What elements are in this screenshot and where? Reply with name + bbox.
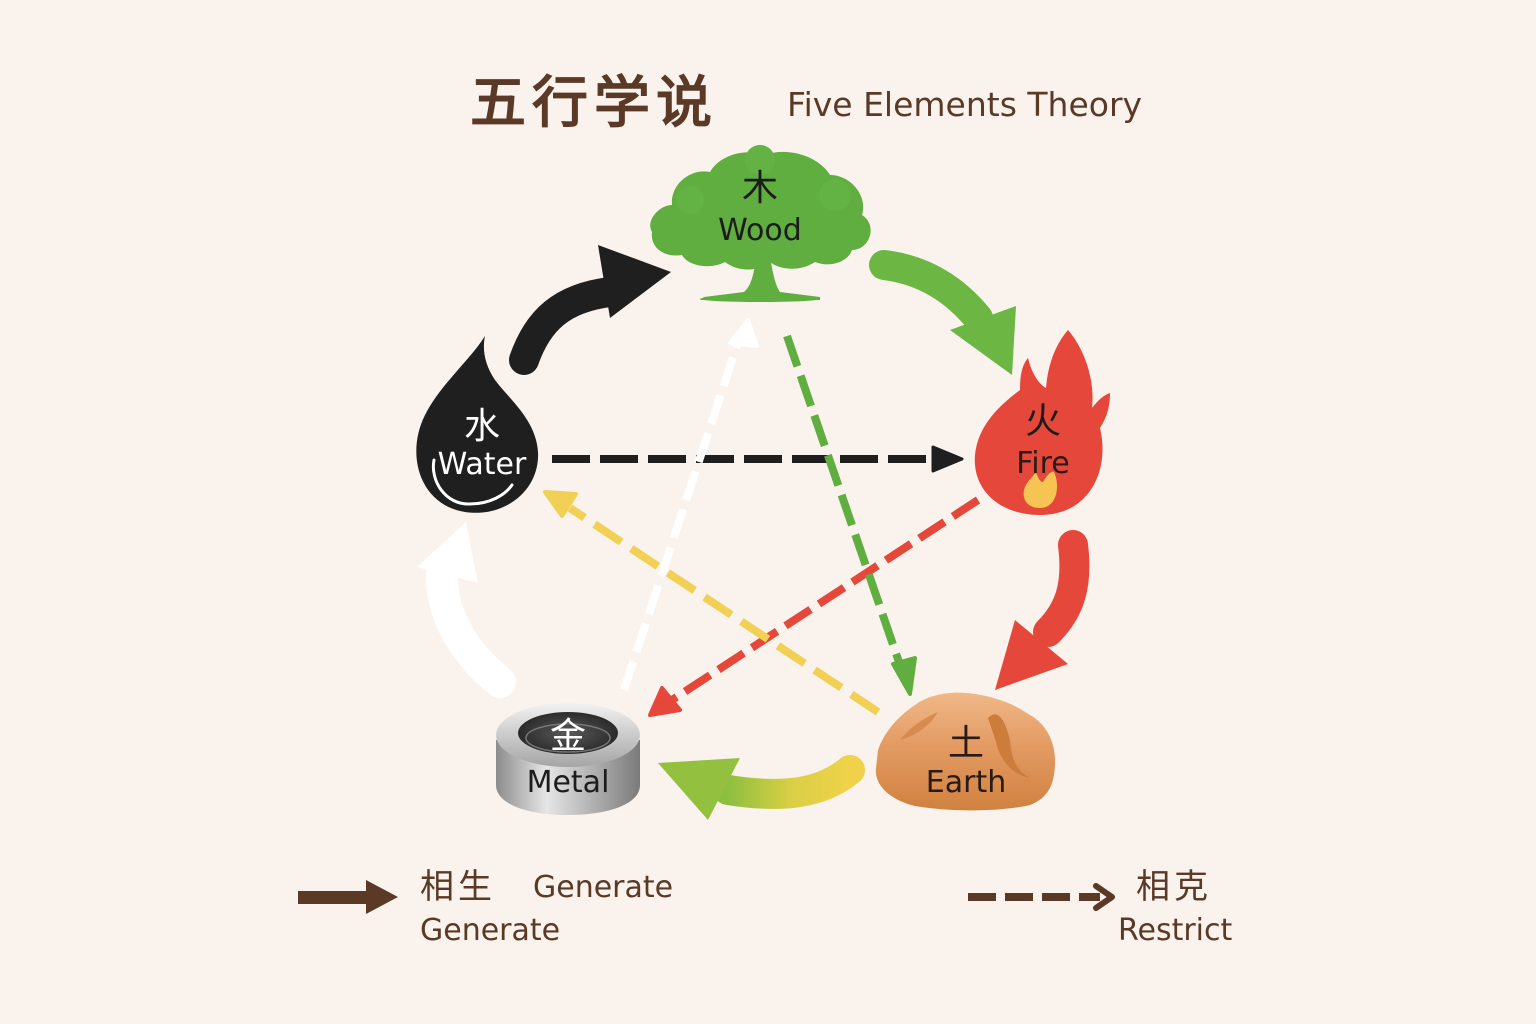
legend-generate-zh: 相生 [420,867,496,907]
flame-icon [974,330,1110,515]
restrict-arrow-metal-to-wood [620,318,759,692]
water-label-en: Water [438,447,527,482]
water-drop-icon [416,336,539,513]
wood-label-zh: 木 [742,168,778,209]
page-title: 五行学说 Five Elements Theory [470,70,1142,136]
legend-restrict-en: Restrict [1118,913,1233,948]
legend-generate: 相生 Generate Generate [298,867,673,948]
metal-label-zh: 金 [550,716,586,757]
small-flame-icon [1023,471,1058,508]
element-earth[interactable]: 土 Earth [875,692,1056,811]
legend-generate-en-inline: Generate [533,870,673,905]
generate-arrow-earth-to-metal [658,755,865,820]
legend-restrict: 相克 Restrict [968,867,1233,948]
solid-arrow-icon [298,880,398,914]
title-chinese: 五行学说 [470,70,718,136]
fire-label-zh: 火 [1025,401,1061,442]
dashed-arrow-icon [968,883,1115,911]
restrict-arrow-wood-to-earth [783,334,917,696]
fire-label-en: Fire [1016,446,1070,481]
metal-ring-icon [496,703,640,815]
earth-label-zh: 土 [948,723,984,764]
title-english: Five Elements Theory [787,85,1142,124]
element-fire[interactable]: 火 Fire [974,330,1110,515]
generate-cycle [417,245,1090,820]
generate-arrow-wood-to-fire [869,250,1016,375]
element-metal[interactable]: 金 Metal [496,703,640,815]
earth-label-en: Earth [926,765,1006,800]
drop-highlight [431,458,514,506]
restrict-arrow-earth-to-water [543,490,881,716]
generate-arrow-water-to-wood [509,245,671,375]
generate-arrow-fire-to-earth [995,530,1090,690]
element-wood[interactable]: 木 Wood [650,145,871,302]
generate-arrow-metal-to-water [417,522,516,698]
water-label-zh: 水 [464,406,500,447]
legend-restrict-zh: 相克 [1136,867,1212,907]
restrict-cycle [543,318,981,717]
restrict-arrow-fire-to-metal [648,496,981,717]
metal-label-en: Metal [527,765,610,800]
wood-label-en: Wood [718,213,802,248]
tree-icon [650,145,871,302]
element-water[interactable]: 水 Water [416,336,539,513]
legend-generate-en: Generate [420,913,560,948]
restrict-arrow-water-to-fire [552,445,964,473]
